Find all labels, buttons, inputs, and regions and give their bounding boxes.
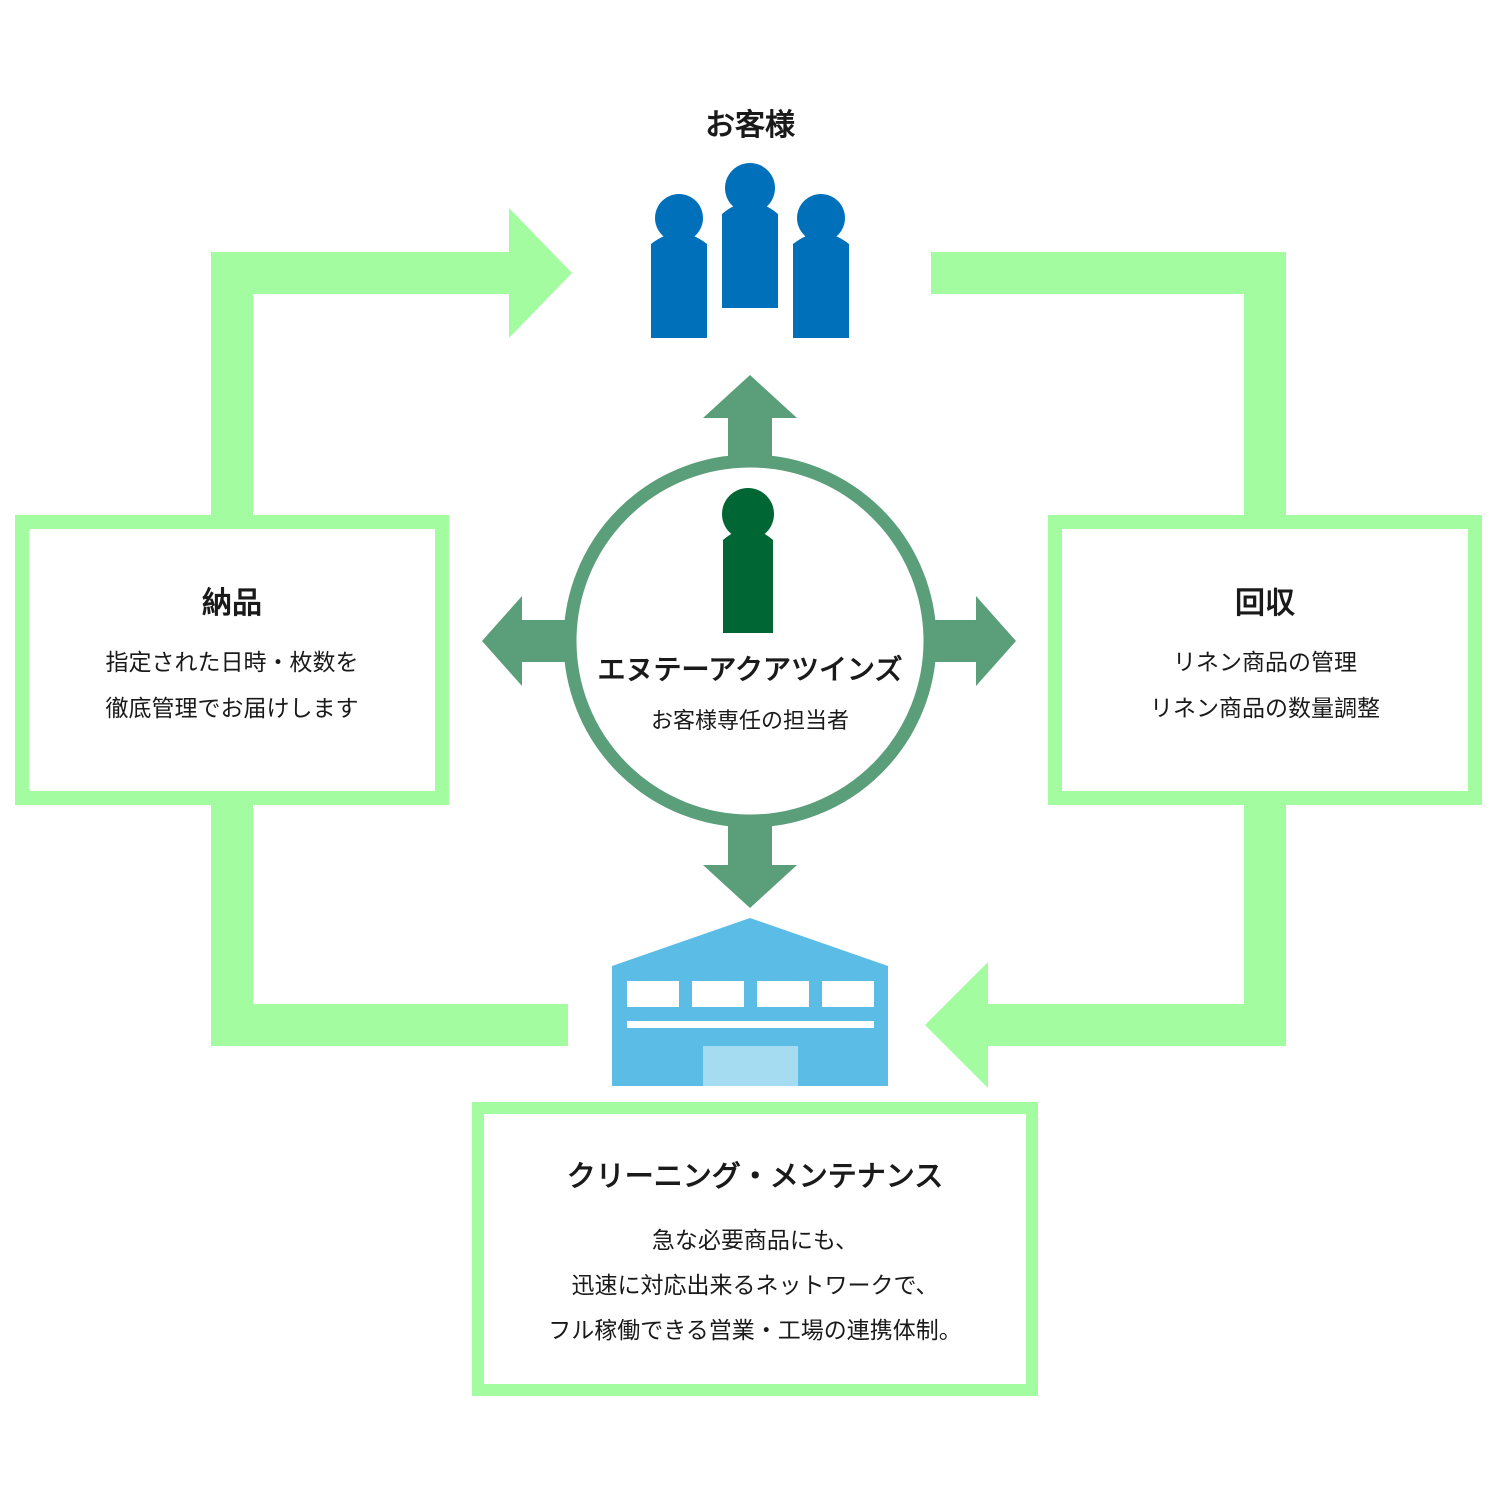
center-arrows (482, 375, 1016, 908)
center-circle (563, 454, 937, 828)
delivery-title: 納品 (202, 586, 262, 621)
cleaning-line-2: 迅速に対応出来るネットワークで、 (571, 1273, 939, 1299)
collection-line-1: リネン商品の管理 (1173, 650, 1357, 676)
customer-label: お客様 (705, 108, 795, 143)
cleaning-line-1: 急な必要商品にも、 (651, 1228, 859, 1254)
people-group-icon (651, 163, 849, 338)
collection-flow-arrow (925, 252, 1286, 1088)
arrow-right (920, 596, 1016, 686)
collection-line-2: リネン商品の数量調整 (1150, 696, 1380, 722)
cleaning-line-3: フル稼働できる営業・工場の連携体制。 (548, 1318, 962, 1344)
arrow-down (703, 820, 797, 908)
delivery-box (15, 515, 449, 805)
cleaning-title: クリーニング・メンテナンス (566, 1159, 944, 1193)
cleaning-box (472, 1102, 1038, 1396)
arrow-up (703, 375, 797, 462)
staff-role: お客様専任の担当者 (650, 709, 849, 734)
delivery-line-2: 徹底管理でお届けします (105, 696, 359, 722)
company-name: エヌテーアクアツインズ (597, 653, 903, 686)
collection-title: 回収 (1235, 586, 1295, 621)
collection-box (1048, 515, 1482, 805)
arrow-left (482, 596, 580, 686)
delivery-line-1: 指定された日時・枚数を (105, 650, 359, 676)
factory-building-icon (612, 918, 888, 1086)
person-icon (722, 488, 774, 633)
delivery-flow-arrow (211, 208, 572, 1046)
